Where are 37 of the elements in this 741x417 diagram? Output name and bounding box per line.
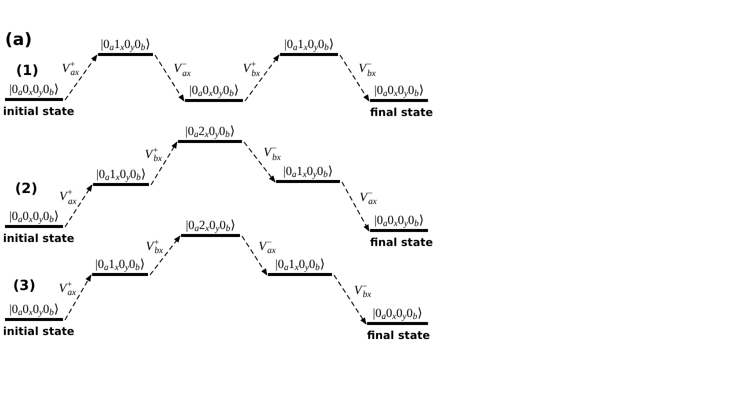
transition-arrow <box>244 54 280 102</box>
transition-arrow <box>244 142 276 183</box>
state-label: |0$_{a}$2$_{x}$0$_{y}$0$_{b}$⟩ <box>185 125 235 138</box>
state-caption: initial state <box>3 325 74 339</box>
state-label: |0$_{a}$2$_{x}$0$_{y}$0$_{b}$⟩ <box>186 219 236 232</box>
state-label: |0$_{a}$0$_{x}$0$_{y}$0$_{b}$⟩ <box>9 303 59 316</box>
state-label: |0$_{a}$0$_{x}$0$_{y}$0$_{b}$⟩ <box>9 83 59 96</box>
pathway-number: (2) <box>15 181 38 197</box>
state-label: |0$_{a}$0$_{x}$0$_{y}$0$_{b}$⟩ <box>189 84 239 97</box>
transition-arrow <box>64 184 92 228</box>
state-label: |0$_{a}$1$_{x}$0$_{y}$0$_{b}$⟩ <box>284 38 334 51</box>
state-label: |0$_{a}$1$_{x}$0$_{y}$0$_{b}$⟩ <box>100 38 150 51</box>
transition-arrow <box>150 141 178 186</box>
state-label: |0$_{a}$0$_{x}$0$_{y}$0$_{b}$⟩ <box>374 84 424 97</box>
transition-arrow <box>150 235 180 276</box>
state-label: |0$_{a}$0$_{x}$0$_{y}$0$_{b}$⟩ <box>372 307 422 320</box>
transition-arrow <box>340 54 370 102</box>
state-caption: final state <box>367 329 430 343</box>
transition-arrow <box>64 274 92 320</box>
pathway-number: (3) <box>13 278 36 294</box>
state-label: |0$_{a}$1$_{x}$0$_{y}$0$_{b}$⟩ <box>95 258 145 271</box>
state-caption: final state <box>370 106 433 120</box>
transition-arrow <box>64 54 98 100</box>
state-caption: initial state <box>3 232 74 246</box>
transition-arrow <box>154 54 184 102</box>
transition-arrow <box>242 236 268 276</box>
state-caption: initial state <box>3 105 74 119</box>
state-caption: final state <box>370 236 433 250</box>
transition-arrow <box>342 182 370 232</box>
panel-label: (a) <box>5 32 32 48</box>
state-label: |0$_{a}$1$_{x}$0$_{y}$0$_{b}$⟩ <box>275 258 325 271</box>
state-label: |0$_{a}$1$_{x}$0$_{y}$0$_{b}$⟩ <box>283 165 333 178</box>
state-label: |0$_{a}$0$_{x}$0$_{y}$0$_{b}$⟩ <box>374 214 424 227</box>
state-label: |0$_{a}$0$_{x}$0$_{y}$0$_{b}$⟩ <box>9 210 59 223</box>
state-label: |0$_{a}$1$_{x}$0$_{y}$0$_{b}$⟩ <box>96 168 146 181</box>
pathway-number: (1) <box>16 63 39 79</box>
transition-arrow <box>334 274 366 325</box>
